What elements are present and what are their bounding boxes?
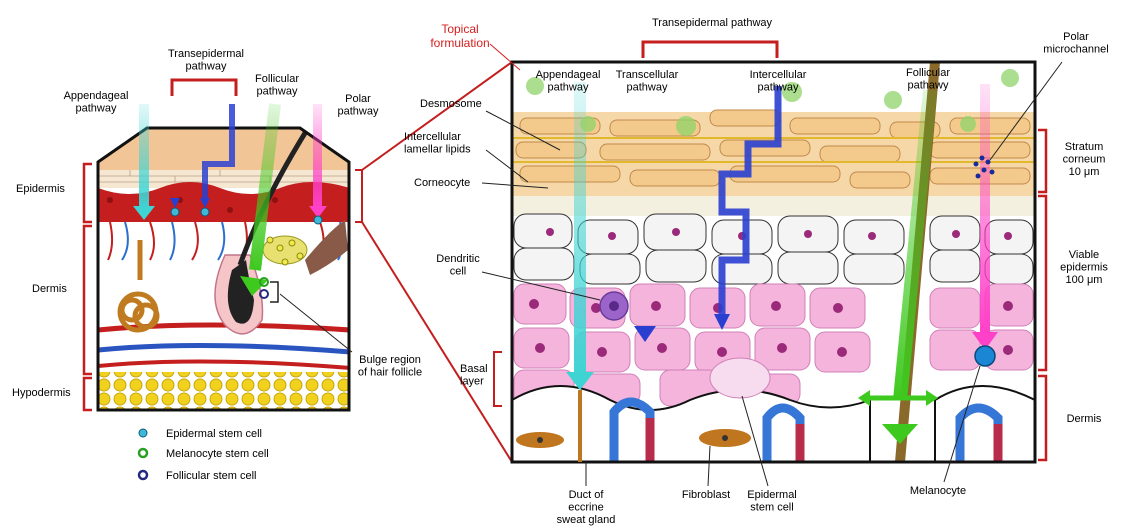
legend-label-follicular: Follicular stem cell [166, 470, 256, 482]
left-layer-brackets [84, 164, 92, 410]
legend-label-epidermal: Epidermal stem cell [166, 428, 262, 440]
melanocyte-label: Melanocyte [910, 485, 966, 497]
melanocyte-cell [975, 346, 995, 366]
follicular-stem-cell-icon [139, 471, 147, 479]
epidermal-stem-cell-icon [139, 429, 147, 437]
legend-label-melanocyte: Melanocyte stem cell [166, 448, 269, 460]
desmosome-label: Desmosome [420, 98, 482, 110]
fibroblast-label: Fibroblast [682, 489, 730, 501]
basal-bracket [494, 352, 502, 406]
layer-label-epidermis: Epidermis [16, 183, 65, 195]
right-transepidermal-label: Transepidermal pathway [652, 17, 773, 29]
stem-cell-legend: Epidermal stem cell Melanocyte stem cell… [139, 428, 269, 482]
layer-label-hypodermis: Hypodermis [12, 387, 71, 399]
right-layer-brackets [1038, 130, 1046, 460]
transepidermal-bracket-left [172, 80, 236, 96]
corneocyte-label: Corneocyte [414, 177, 470, 189]
granular-cells [514, 214, 1033, 284]
layer-label-dermis: Dermis [32, 283, 67, 295]
left-skin-block [98, 80, 350, 412]
zoom-source-bracket [355, 170, 362, 222]
right-dermis-label: Dermis [1067, 413, 1102, 425]
melanocyte-stem-cell-icon [139, 449, 147, 457]
transepidermal-bracket-right [643, 42, 777, 58]
